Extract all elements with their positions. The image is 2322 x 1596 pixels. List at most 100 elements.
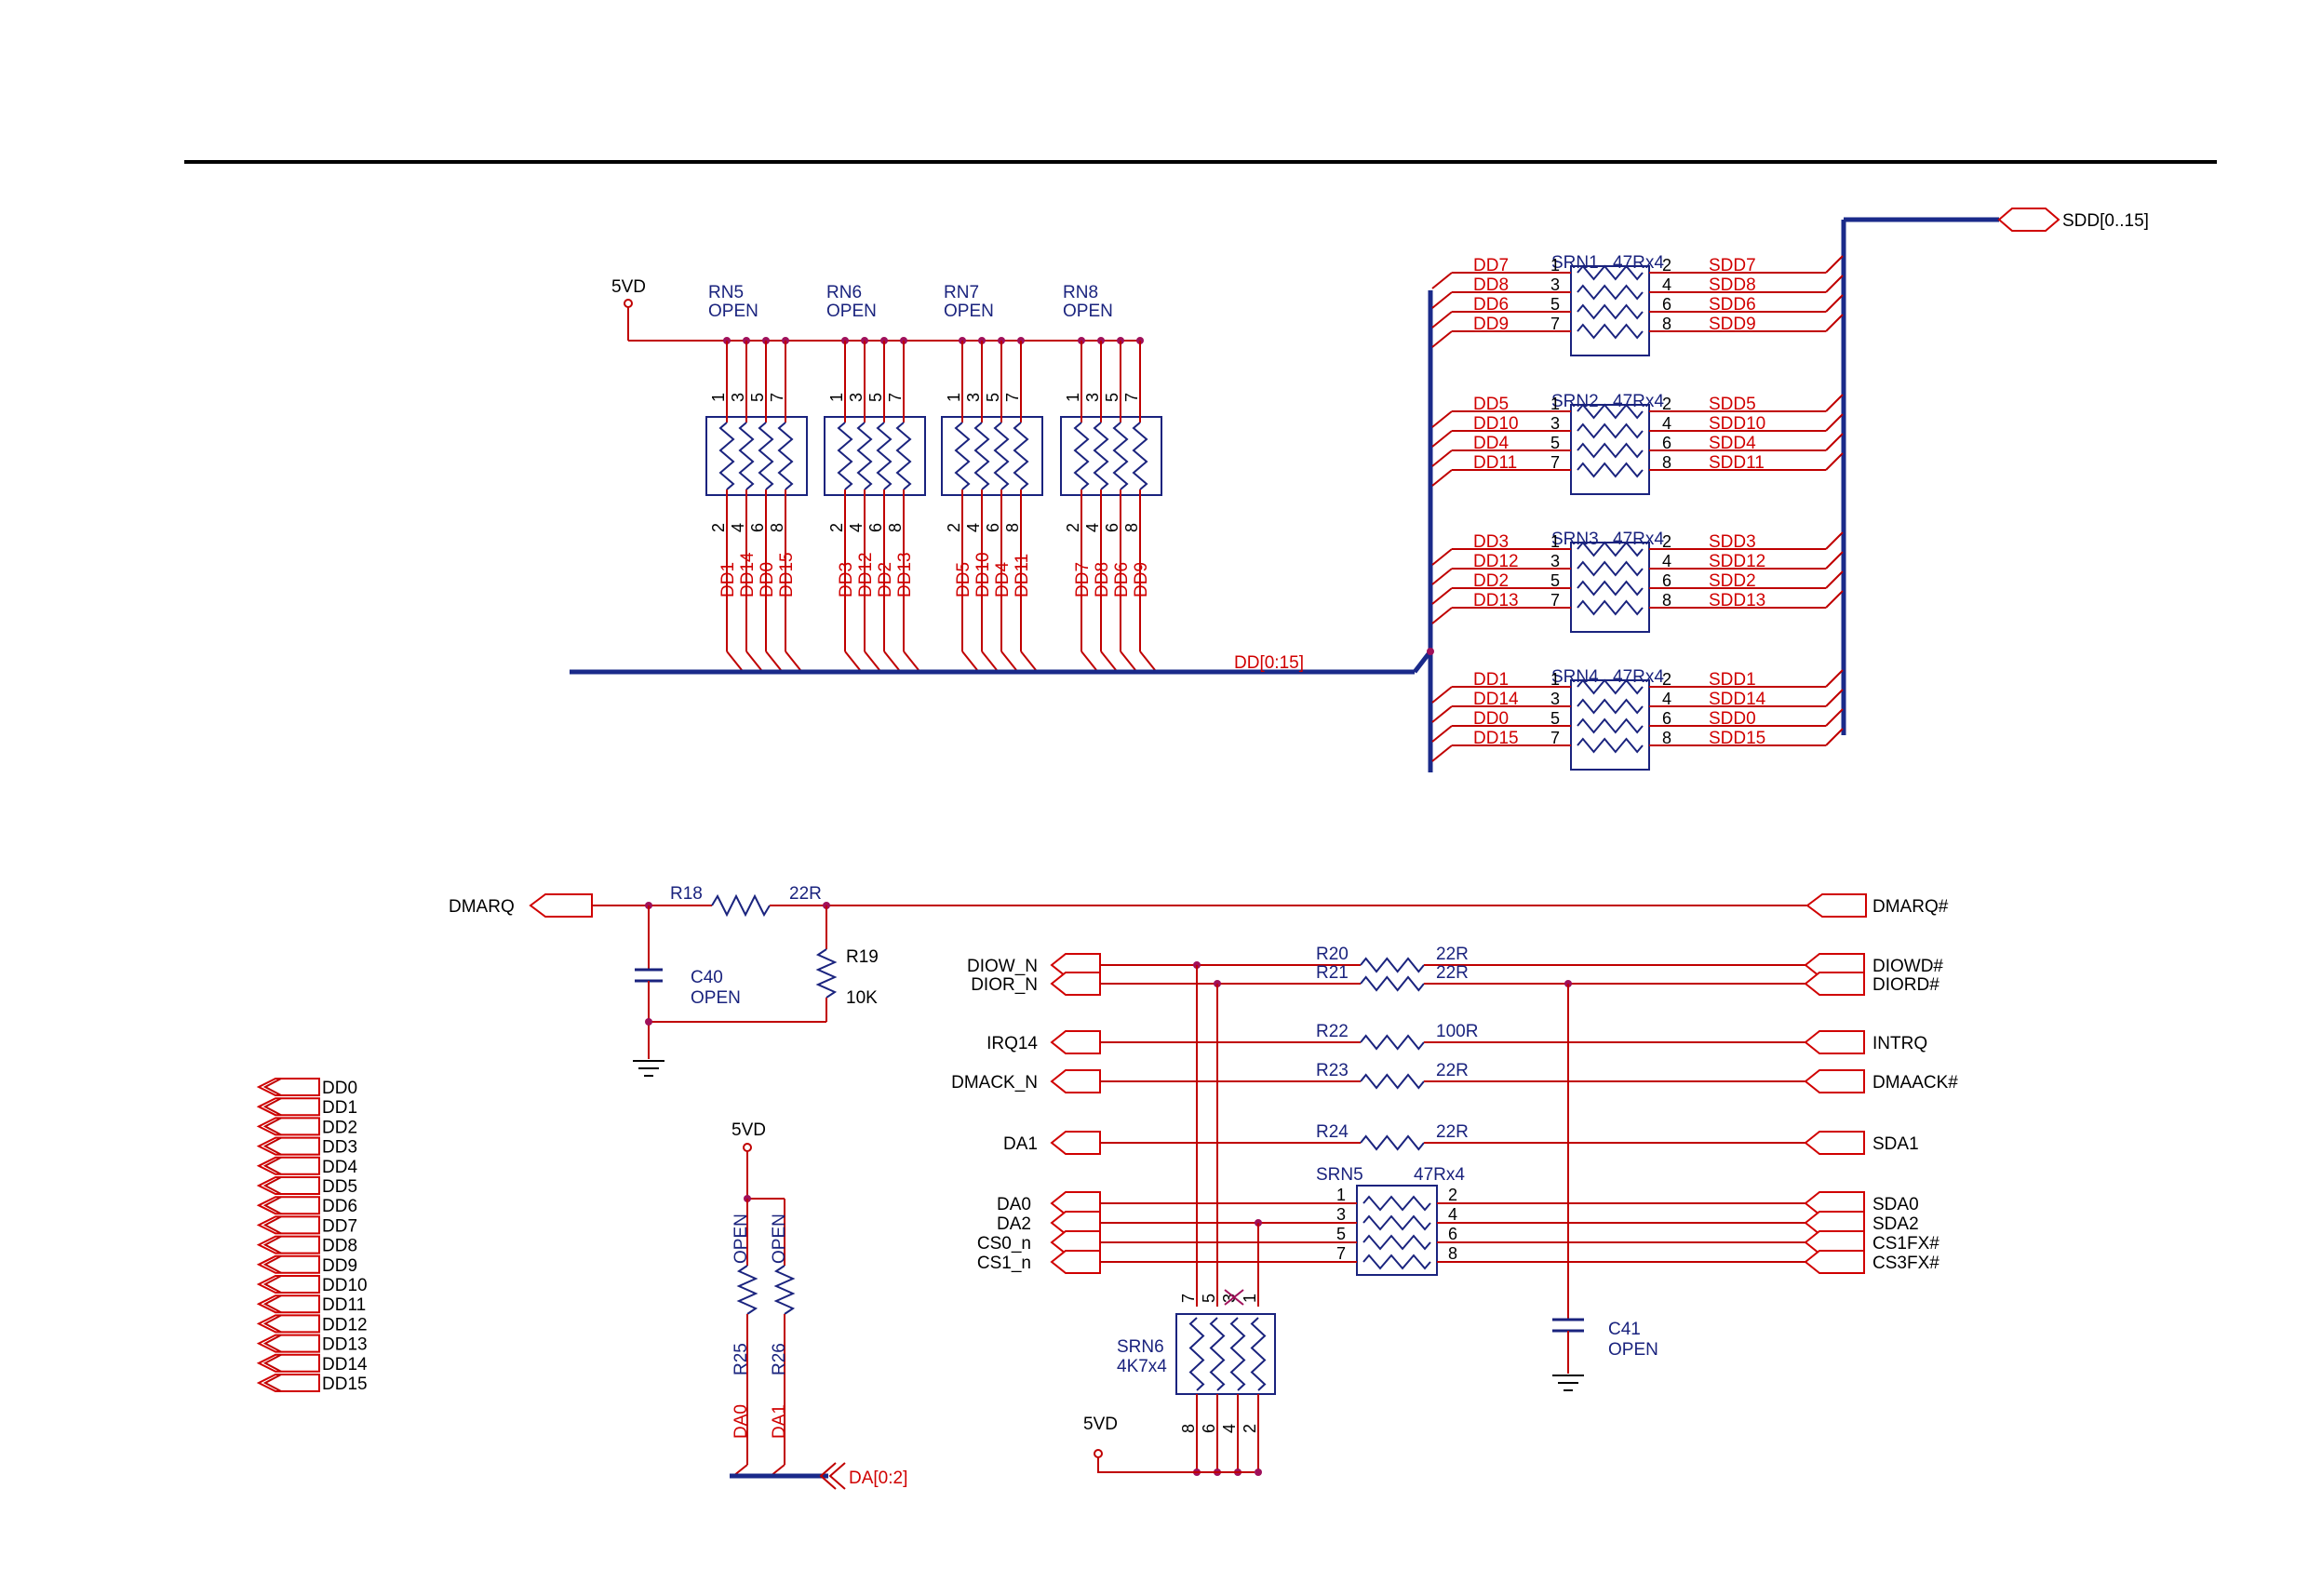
srn5-left-port-3 bbox=[1050, 1250, 1101, 1274]
rn-resistor-2-1 bbox=[973, 422, 990, 490]
srn5-pin-out-3: 8 bbox=[1448, 1244, 1457, 1263]
srn6-resistor-1 bbox=[1209, 1317, 1226, 1391]
dd-port-1 bbox=[256, 1097, 320, 1117]
srn-pin-out-2-3: 8 bbox=[1662, 591, 1671, 610]
srn6-body bbox=[1175, 1313, 1276, 1395]
rn-pin-top-3-3: 7 bbox=[1122, 393, 1141, 402]
r19-resistor bbox=[815, 948, 838, 999]
srn5-pin-in-2: 5 bbox=[1336, 1225, 1346, 1243]
rn-body-2 bbox=[941, 416, 1043, 496]
rn-net-0-2: DD0 bbox=[758, 562, 777, 597]
rn-pin-bottom-2-3: 8 bbox=[1003, 523, 1022, 532]
srn-pin-in-3-2: 5 bbox=[1550, 709, 1560, 728]
srn-net-left-2-3: DD13 bbox=[1473, 591, 1519, 610]
srn-net-left-1-3: DD11 bbox=[1473, 453, 1517, 473]
rn-ref-0: RN5 bbox=[708, 283, 744, 302]
rn-resistor-0-1 bbox=[738, 422, 755, 490]
srn5-pin-out-1: 4 bbox=[1448, 1205, 1457, 1224]
srn6-resistor-2 bbox=[1229, 1317, 1246, 1391]
srn-net-left-1-0: DD5 bbox=[1473, 395, 1509, 414]
r19-value: 10K bbox=[846, 988, 878, 1008]
signal-value-1: 22R bbox=[1436, 963, 1469, 983]
srn-resistor-1-1 bbox=[1577, 422, 1644, 439]
srn-resistor-2-1 bbox=[1577, 560, 1644, 577]
signal-ref-0: R20 bbox=[1316, 945, 1349, 964]
rn-pin-bottom-3-0: 2 bbox=[1064, 523, 1082, 532]
power-5vd-r25-label: 5VD bbox=[731, 1120, 766, 1140]
srn5-pin-in-1: 3 bbox=[1336, 1205, 1346, 1224]
rn-resistor-1-0 bbox=[837, 422, 853, 490]
rn-net-0-1: DD14 bbox=[738, 552, 758, 597]
signal-right-label-2: INTRQ bbox=[1872, 1034, 1927, 1053]
srn-net-left-3-1: DD14 bbox=[1473, 690, 1519, 709]
signal-left-label-4: DA1 bbox=[1003, 1134, 1038, 1154]
r18-ref: R18 bbox=[670, 884, 703, 904]
signal-right-port-4 bbox=[1804, 1131, 1865, 1155]
dmarq-left-port bbox=[529, 893, 593, 918]
dd-port-label-1: DD1 bbox=[322, 1098, 357, 1118]
rn-net-2-0: DD5 bbox=[954, 562, 973, 597]
srn-ref-1: SRN2 bbox=[1551, 392, 1599, 411]
dd-port-label-4: DD4 bbox=[322, 1158, 357, 1177]
dd-port-label-13: DD13 bbox=[322, 1335, 368, 1355]
dd-port-label-15: DD15 bbox=[322, 1375, 368, 1394]
rn-net-2-2: DD4 bbox=[993, 562, 1013, 597]
dd-bus-vertical bbox=[1413, 644, 1433, 772]
srn-pin-out-1-2: 6 bbox=[1662, 434, 1671, 452]
dmarq-right-label: DMARQ# bbox=[1872, 897, 1949, 917]
dd-port-11 bbox=[256, 1294, 320, 1314]
power-5vd-srn6-label: 5VD bbox=[1083, 1415, 1118, 1434]
rn-net-2-1: DD10 bbox=[973, 552, 993, 597]
rn-resistor-1-3 bbox=[895, 422, 912, 490]
rn-resistor-3-1 bbox=[1093, 422, 1109, 490]
signal-right-label-4: SDA1 bbox=[1872, 1134, 1919, 1154]
srn-ref-3: SRN4 bbox=[1551, 667, 1599, 687]
srn-net-right-0-1: SDD8 bbox=[1709, 275, 1756, 295]
rn-pin-bottom-0-0: 2 bbox=[709, 523, 728, 532]
c41-value: OPEN bbox=[1608, 1340, 1658, 1360]
c40-value: OPEN bbox=[691, 988, 741, 1008]
srn-net-left-3-0: DD1 bbox=[1473, 670, 1509, 690]
signal-value-4: 22R bbox=[1436, 1122, 1469, 1142]
dd-port-7 bbox=[256, 1215, 320, 1235]
srn-net-left-2-2: DD2 bbox=[1473, 571, 1509, 591]
ground-symbol-c41 bbox=[1552, 1375, 1584, 1391]
signal-value-0: 22R bbox=[1436, 945, 1469, 964]
rn-resistor-2-2 bbox=[993, 422, 1010, 490]
srn-resistor-3-0 bbox=[1577, 678, 1644, 695]
rn-pin-top-1-2: 5 bbox=[866, 393, 885, 402]
srn-pin-out-3-3: 8 bbox=[1662, 729, 1671, 747]
rn-pin-bottom-2-2: 6 bbox=[984, 523, 1002, 532]
r25-resistor bbox=[736, 1265, 758, 1315]
power-5vd-r25-symbol bbox=[743, 1143, 752, 1152]
srn-pin-in-1-3: 7 bbox=[1550, 453, 1560, 472]
srn-resistor-1-3 bbox=[1577, 462, 1644, 478]
srn6-pin-top-1: 5 bbox=[1200, 1294, 1218, 1303]
sdd-bus-port bbox=[1997, 208, 2060, 232]
srn-net-left-2-0: DD3 bbox=[1473, 532, 1509, 552]
signal-left-label-3: DMACK_N bbox=[951, 1073, 1038, 1093]
signal-right-label-0: DIOWD# bbox=[1872, 957, 1943, 976]
srn-pin-in-3-1: 3 bbox=[1550, 690, 1560, 708]
rn-pin-top-3-0: 1 bbox=[1064, 393, 1082, 402]
rn-net-3-1: DD8 bbox=[1093, 562, 1112, 597]
srn5-pin-in-0: 1 bbox=[1336, 1186, 1346, 1204]
srn-value-3: 47Rx4 bbox=[1613, 667, 1664, 687]
srn5-pin-in-3: 7 bbox=[1336, 1244, 1346, 1263]
srn-pin-out-2-1: 4 bbox=[1662, 552, 1671, 570]
signal-ref-1: R21 bbox=[1316, 963, 1349, 983]
srn-resistor-3-3 bbox=[1577, 737, 1644, 754]
srn-pin-in-0-2: 5 bbox=[1550, 295, 1560, 314]
srn-value-1: 47Rx4 bbox=[1613, 392, 1664, 411]
srn6-pin-top-0: 7 bbox=[1179, 1294, 1198, 1303]
rn-resistor-0-2 bbox=[758, 422, 774, 490]
dd-port-14 bbox=[256, 1353, 320, 1373]
srn-pin-in-2-3: 7 bbox=[1550, 591, 1560, 610]
rn-pin-bottom-2-0: 2 bbox=[945, 523, 963, 532]
dd-port-6 bbox=[256, 1196, 320, 1215]
rn-section: 5VD RN5OPEN12DD134DD1456DD078DD15RN6OPEN… bbox=[570, 277, 1415, 675]
signal-ref-3: R23 bbox=[1316, 1061, 1349, 1080]
signal-right-port-1 bbox=[1804, 972, 1865, 996]
rn-pin-bottom-2-1: 4 bbox=[964, 523, 983, 532]
srn-net-left-2-1: DD12 bbox=[1473, 552, 1519, 571]
